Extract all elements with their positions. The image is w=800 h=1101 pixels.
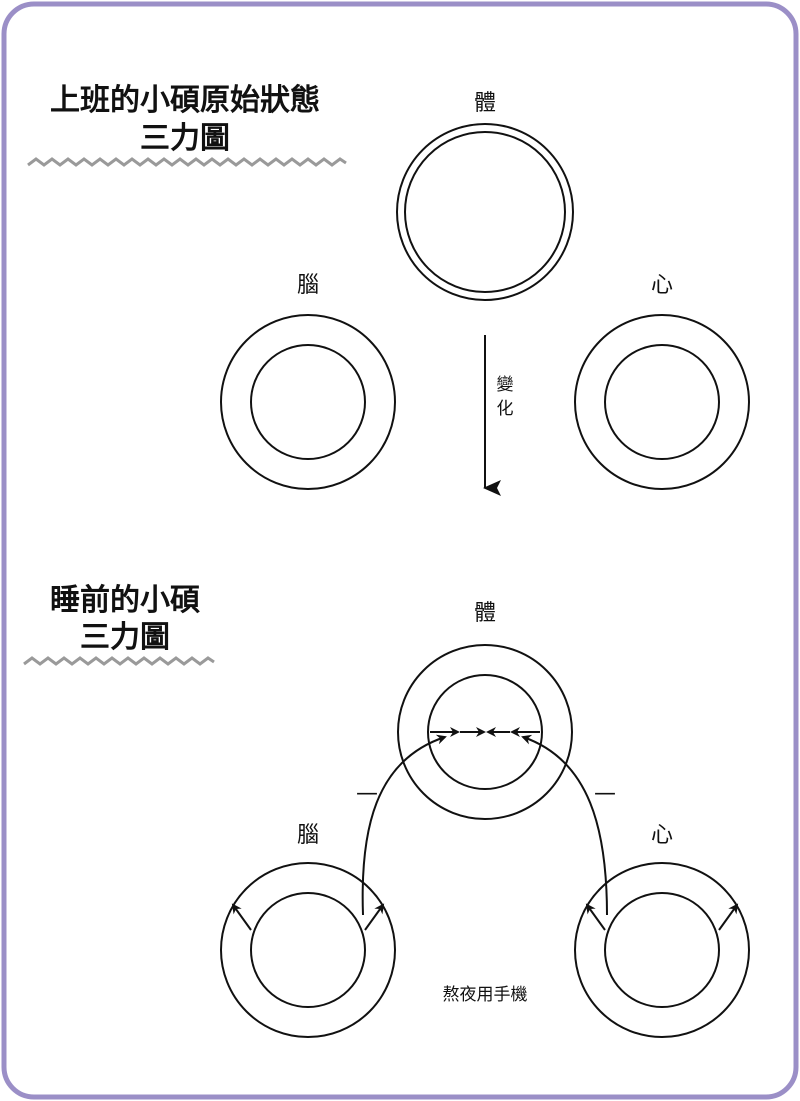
change-label-2: 化 <box>497 399 514 419</box>
top-heart-label: 心 <box>651 273 673 298</box>
heart-ring-arrow-left <box>585 903 606 931</box>
top-brain-circle <box>220 314 396 490</box>
bottom-title-line1: 睡前的小碩 <box>50 583 200 618</box>
minus-sign-left: — <box>356 781 378 806</box>
top-zigzag-underline <box>27 157 347 167</box>
bottom-body-circle <box>397 644 573 820</box>
brain-to-body-curve-arrow <box>361 734 447 916</box>
brain-ring-arrow-right <box>364 903 385 931</box>
bottom-title-line2: 三力圖 <box>80 620 170 655</box>
bottom-heart-circle <box>574 862 750 1038</box>
caption-stay-up-phone: 熬夜用手機 <box>443 984 528 1005</box>
top-heart-circle <box>574 314 750 490</box>
bottom-heart-label: 心 <box>651 823 673 848</box>
brain-ring-arrow-left <box>231 903 252 931</box>
top-body-circle <box>396 123 574 301</box>
bottom-brain-circle <box>220 862 396 1038</box>
top-title-line2: 三力圖 <box>140 121 230 156</box>
change-label-1: 變 <box>497 375 514 395</box>
top-brain-label: 腦 <box>297 273 319 298</box>
heart-to-body-curve-arrow <box>521 734 608 916</box>
top-body-label: 體 <box>474 91 496 116</box>
minus-sign-right: — <box>594 781 616 806</box>
bottom-brain-label: 腦 <box>297 823 319 848</box>
bottom-body-label: 體 <box>474 601 496 626</box>
bottom-zigzag-underline <box>23 656 215 666</box>
heart-ring-arrow-right <box>718 903 739 931</box>
top-title-line1: 上班的小碩原始狀態 <box>50 83 320 118</box>
